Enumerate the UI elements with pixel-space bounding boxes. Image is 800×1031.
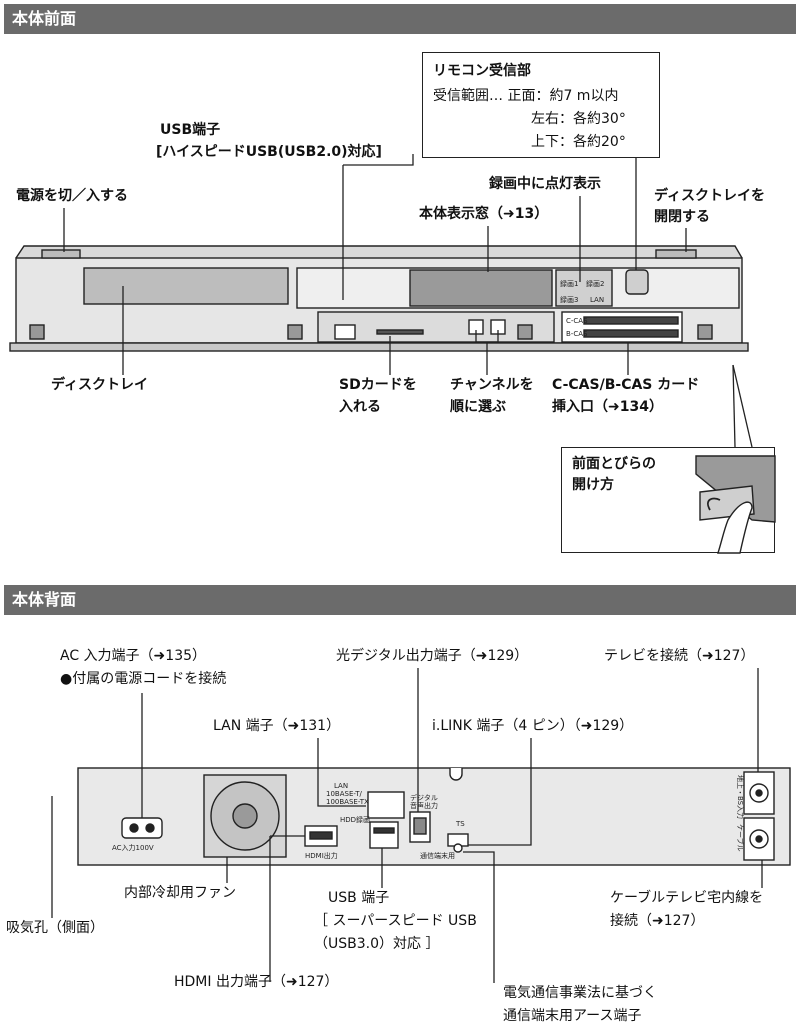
mark-ccas: C-CAS [566,317,588,325]
mark-lan-spec1: 10BASE-T/ [326,790,363,798]
disc-tray-open-label-2: 開閉する [654,209,710,225]
cable-tv-label-2: 接続（➜127） [610,913,705,929]
rec-indicator-label: 録画中に点灯表示 [489,176,601,192]
front-door-title-2: 開け方 [572,477,614,493]
cable-tv-label: ケーブルテレビ宅内線を [610,890,764,906]
mark-ts: TS [455,820,465,828]
remote-receiver-callout: リモコン受信部 受信範囲… 正面：約7 m以内 左右：各約30° 上下：各約20… [422,52,660,158]
usb3-port-label: USB 端子 [328,890,390,906]
device-marks: 録画1 録画2 録画3 LAN C-CAS B-CAS AC入力100V LAN… [112,279,604,860]
remote-range-vertical: 上下：各約20° [531,134,626,150]
lan-port-label: LAN 端子（➜131） [213,718,341,734]
mark-lan-tag: LAN [334,782,348,790]
mark-cable: ケーブル [736,824,745,852]
mark-rec1: 録画1 [560,279,578,288]
sd-card-label-2: 入れる [339,399,381,415]
sd-card-label: SDカードを [339,377,417,393]
channel-label-2: 順に選ぶ [450,399,506,415]
ac-input-note: ●付属の電源コードを接続 [60,671,227,687]
usb3-port-spec: ［ スーパースピード USB [314,913,477,929]
remote-receiver-title: リモコン受信部 [433,63,531,79]
mark-audio-out: 音声出力 [410,801,438,810]
cas-slot-label-2: 挿入口（➜134） [552,399,663,415]
mark-lan-spec2: 100BASE-TX [326,798,369,806]
mark-digital: デジタル [410,793,438,802]
power-button-label: 電源を切／入する [16,188,128,204]
back-panel-drawing [77,767,791,866]
mark-hdmi-out: HDMI出力 [305,851,338,860]
cas-slot-label: C-CAS/B-CAS カード [552,377,700,393]
intake-vent-label: 吸気孔（側面） [6,920,104,936]
mark-rec2: 録画2 [586,279,604,288]
remote-range-front: 受信範囲… 正面：約7 m以内 [433,88,619,104]
usb-front-spec: [ハイスピードUSB(USB2.0)対応] [156,144,382,160]
mark-ground: 通信端末用 [420,851,455,860]
ground-terminal-label: 電気通信事業法に基づく [503,985,657,1001]
disc-tray-label: ディスクトレイ [51,377,149,393]
channel-label: チャンネルを [450,377,534,393]
front-leader-lines [63,154,753,448]
tv-connect-label: テレビを接続（➜127） [604,648,755,664]
hdmi-out-label: HDMI 出力端子（➜127） [174,974,339,990]
front-door-title: 前面とびらの [572,456,656,472]
door-opening-illustration [695,455,776,554]
mark-antenna-in: 地上・BS入力 [736,775,745,819]
front-panel-drawing [9,245,749,352]
back-leader-lines [51,668,763,983]
front-section-header: 本体前面 [4,4,796,34]
mark-ac-in: AC入力100V [112,843,154,852]
mark-bcas: B-CAS [566,330,588,338]
usb3-port-spec-2: （USB3.0）対応 ］ [314,936,440,952]
display-window-label: 本体表示窓（➜13） [419,206,549,222]
mark-rec3: 録画3 [560,295,578,304]
usb-front-label: USB端子 [160,122,221,138]
ac-input-label: AC 入力端子（➜135） [60,648,207,664]
disc-tray-open-label: ディスクトレイを [654,188,766,204]
ground-terminal-label-2: 通信端末用アース端子 [503,1008,642,1024]
ilink-port-label: i.LINK 端子（4 ピン）（➜129） [432,718,634,734]
optical-out-label: 光デジタル出力端子（➜129） [336,648,529,664]
back-section-header: 本体背面 [4,585,796,615]
mark-hdd: HDD録画 [340,815,370,824]
remote-range-horizontal: 左右：各約30° [531,111,626,127]
cooling-fan-label: 内部冷却用ファン [124,885,236,901]
mark-lan-front: LAN [590,296,604,304]
